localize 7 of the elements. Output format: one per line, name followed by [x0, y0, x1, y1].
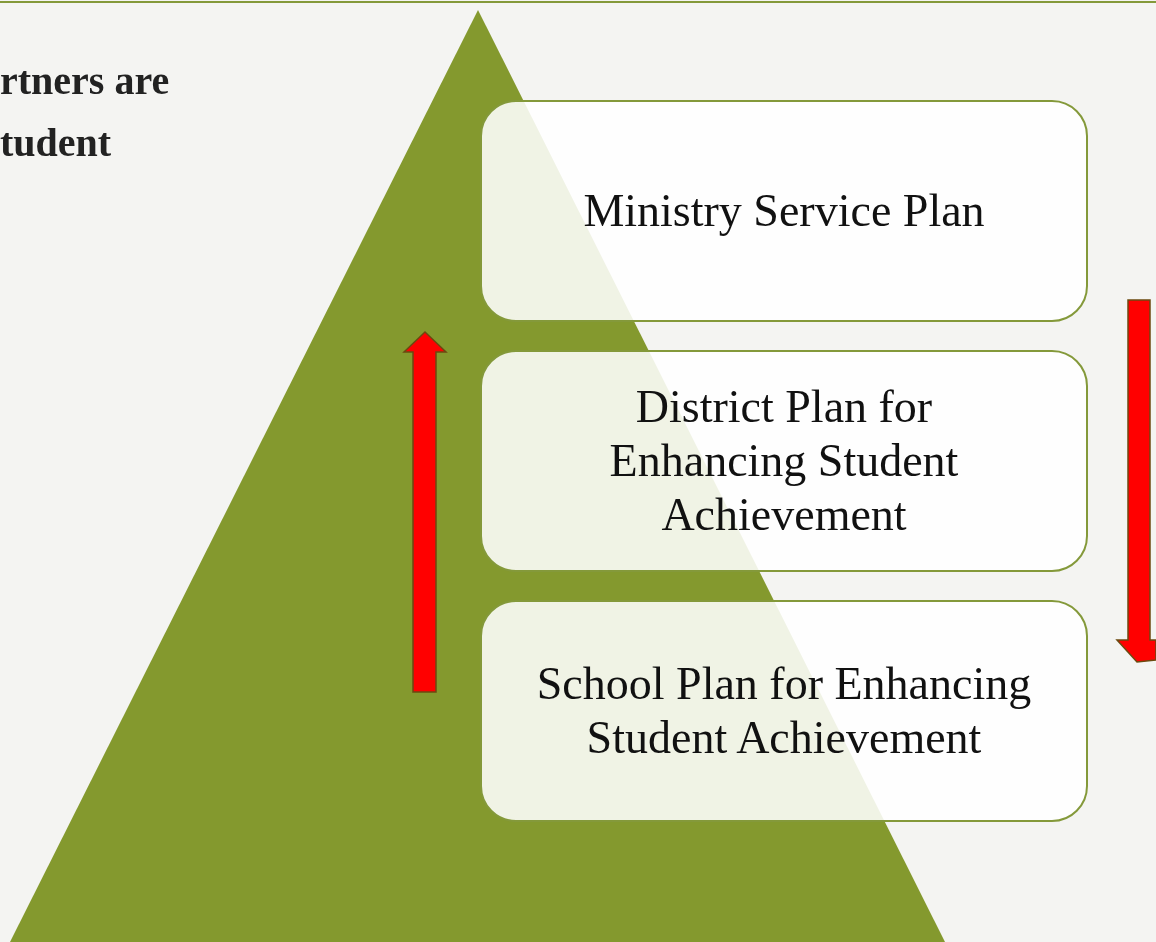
plan-title: School Plan for Enhancing Student Achievement [535, 657, 1033, 765]
plan-box [480, 100, 1088, 322]
plan-box [480, 350, 1088, 572]
plan-title: District Plan for Enhancing Student Achievement [608, 380, 960, 542]
plan-title: Ministry Service Plan [583, 184, 985, 238]
plan-box [480, 600, 1088, 822]
heading-fragment: rtners are tudent [0, 57, 171, 167]
